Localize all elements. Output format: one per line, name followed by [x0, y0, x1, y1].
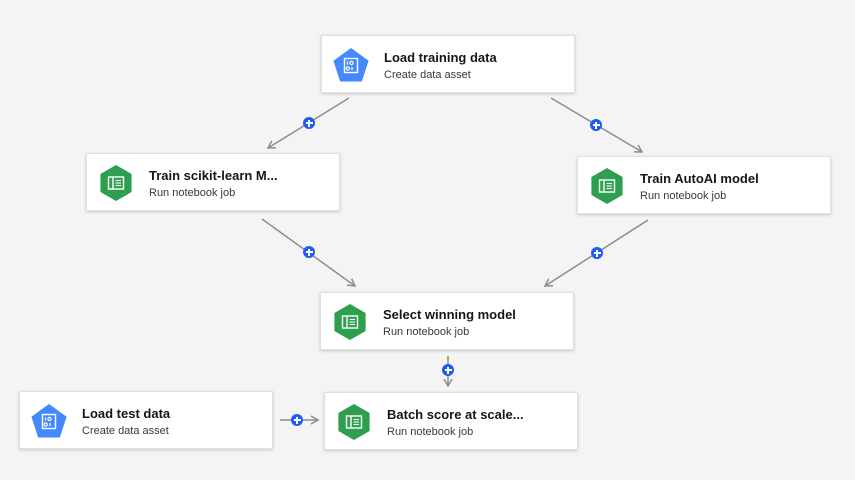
data-asset-icon: [30, 402, 68, 440]
plus-icon[interactable]: [303, 117, 315, 129]
notebook-icon: [97, 164, 135, 202]
node-batch-score[interactable]: Batch score at scale... Run notebook job: [324, 392, 578, 450]
data-asset-icon: [332, 46, 370, 84]
notebook-icon: [588, 167, 626, 205]
notebook-icon: [331, 303, 369, 341]
node-subtitle: Create data asset: [82, 425, 169, 437]
node-title: Select winning model: [383, 307, 516, 322]
node-title: Train scikit-learn M...: [149, 168, 278, 183]
node-subtitle: Run notebook job: [387, 426, 474, 438]
node-title: Load training data: [384, 50, 497, 65]
plus-icon[interactable]: [442, 364, 454, 376]
node-subtitle: Create data asset: [384, 69, 471, 81]
node-title: Train AutoAI model: [640, 171, 759, 186]
node-subtitle: Run notebook job: [149, 187, 236, 199]
node-title: Load test data: [82, 406, 171, 421]
node-subtitle: Run notebook job: [383, 326, 470, 338]
plus-icon[interactable]: [590, 119, 602, 131]
plus-icon[interactable]: [291, 414, 303, 426]
notebook-icon: [335, 403, 373, 441]
node-train-scikit-learn[interactable]: Train scikit-learn M... Run notebook job: [86, 153, 340, 211]
plus-icon[interactable]: [591, 247, 603, 259]
node-title: Batch score at scale...: [387, 407, 524, 422]
plus-icon[interactable]: [303, 246, 315, 258]
node-subtitle: Run notebook job: [640, 190, 727, 202]
